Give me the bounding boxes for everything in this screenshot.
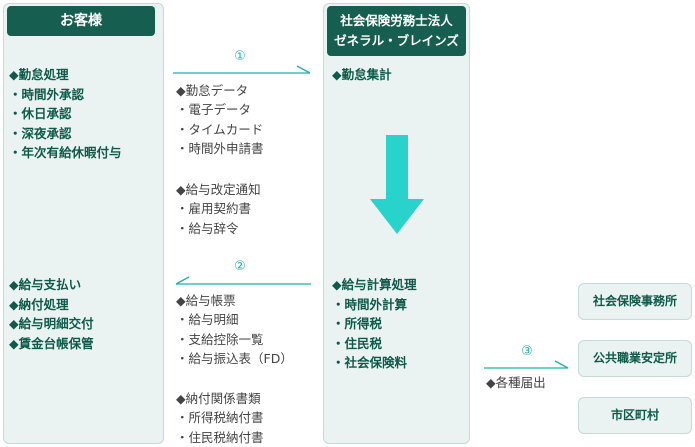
list-item: ・雇用契約書 <box>176 201 252 217</box>
list-item: ・電子データ <box>176 102 252 118</box>
list-item: ・支給控除一覧 <box>176 331 264 347</box>
list-item: ◆勤怠処理 <box>9 67 69 82</box>
list-item: ・時間外計算 <box>332 296 408 312</box>
destination-public-employment-office: 公共職業安定所 <box>578 340 692 377</box>
list-item: ・給与振込表（FD） <box>176 350 293 366</box>
customer-payroll-list: ◆給与支払い ◆納付処理 ◆給与明細交付 ◆賃金台帳保管 <box>9 275 94 353</box>
firm-title-line1: 社会保険労務士法人 <box>340 13 453 28</box>
firm-payroll-calc-list: ◆給与計算処理 ・時間外計算 ・所得税 ・住民税 ・社会保険料 <box>332 275 417 373</box>
down-arrow-shape <box>370 135 424 234</box>
list-item: ◆給与支払い <box>9 277 82 292</box>
firm-title-line2: ゼネラル・ブレインズ <box>334 33 459 48</box>
step-3-label-wrap: ◆各種届出 <box>486 373 546 392</box>
step-3-label: ◆各種届出 <box>486 375 546 390</box>
list-item: ・給与明細 <box>176 312 239 328</box>
step-3-number: ③ <box>521 344 533 359</box>
list-item: ◆給与改定通知 <box>176 182 261 197</box>
customer-title: お客様 <box>7 6 155 36</box>
list-item: ◆納付処理 <box>9 296 69 312</box>
list-item: ・給与辞令 <box>176 220 239 236</box>
list-item: ・タイムカード <box>176 121 264 137</box>
list-item: ◆賃金台帳保管 <box>9 335 94 351</box>
list-item: ・住民税 <box>332 335 383 351</box>
customer-panel <box>3 3 164 444</box>
process-down-arrow <box>370 135 424 234</box>
firm-aggregate-list: ◆勤怠集計 <box>332 65 392 85</box>
list-item: ・社会保険料 <box>332 355 408 370</box>
step-3-arrow <box>484 360 569 369</box>
list-item: ・時間外承認 <box>9 86 85 102</box>
list-item: ◆勤怠データ <box>176 83 249 98</box>
list-item: ◆勤怠集計 <box>332 67 392 82</box>
destination-municipality: 市区町村 <box>578 397 692 434</box>
step-2-number: ② <box>234 259 246 274</box>
list-item: ・所得税 <box>332 316 383 331</box>
list-item: ◆給与計算処理 <box>332 277 417 292</box>
list-item: ◆納付関係書類 <box>176 391 261 406</box>
list-item: ・時間外申請書 <box>176 140 264 156</box>
step-1-arrow <box>173 65 311 74</box>
customer-attendance-list: ◆勤怠処理 ・時間外承認 ・休日承認 ・深夜承認 ・年次有給休暇付与 <box>9 65 122 163</box>
list-item: ・住民税納付書 <box>176 429 264 445</box>
list-item: ・所得税納付書 <box>176 410 264 426</box>
destination-social-insurance-office: 社会保険事務所 <box>578 283 692 320</box>
list-item: ◆給与明細交付 <box>9 316 94 331</box>
firm-title: 社会保険労務士法人 ゼネラル・ブレインズ <box>327 6 466 56</box>
step-1-group-b: ◆給与改定通知 ・雇用契約書 ・給与辞令 <box>176 180 261 238</box>
list-item: ・休日承認 <box>9 106 72 121</box>
list-item: ・年次有給休暇付与 <box>9 145 122 160</box>
step-2-arrow <box>175 276 311 285</box>
step-1-number: ① <box>234 49 246 64</box>
list-item: ・深夜承認 <box>9 125 72 141</box>
list-item: ◆給与帳票 <box>176 293 236 308</box>
step-2-group-b: ◆納付関係書類 ・所得税納付書 ・住民税納付書 <box>176 389 264 447</box>
step-1-group-a: ◆勤怠データ ・電子データ ・タイムカード ・時間外申請書 <box>176 81 264 158</box>
step-2-group-a: ◆給与帳票 ・給与明細 ・支給控除一覧 ・給与振込表（FD） <box>176 291 293 368</box>
